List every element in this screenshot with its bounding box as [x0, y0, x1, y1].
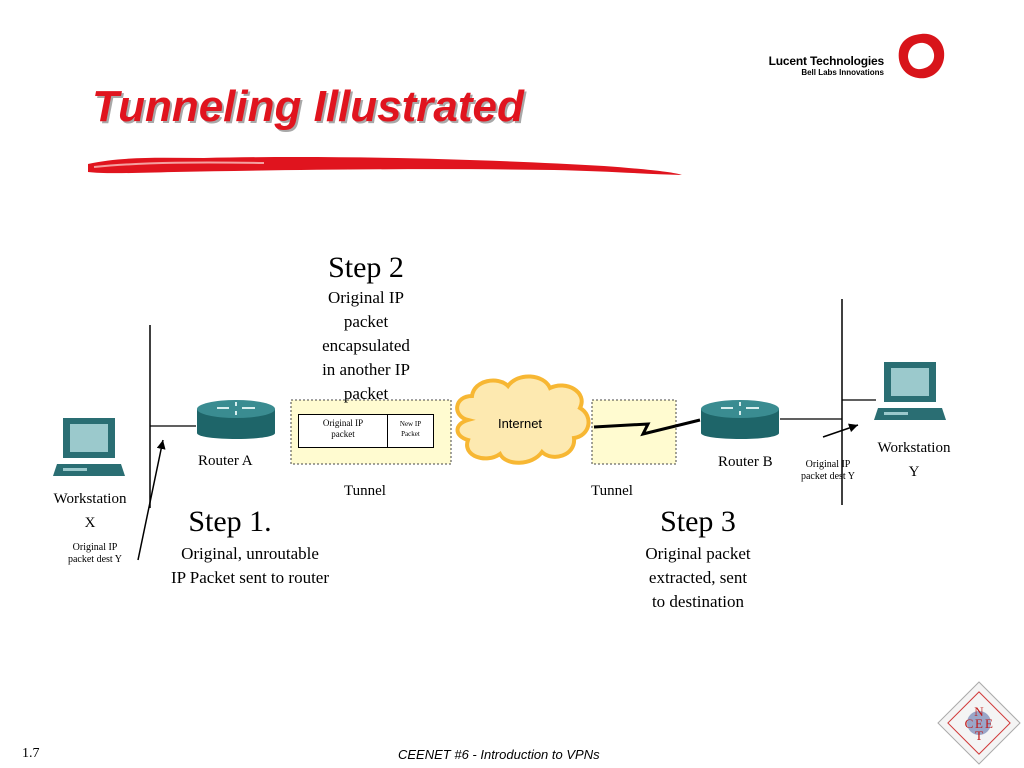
router-a-label: Router A: [198, 453, 253, 469]
workstation-y-label-line1: Workstation: [877, 440, 951, 456]
workstation-icon: [53, 418, 125, 476]
ceenet-letter-t: T: [975, 728, 983, 743]
ceenet-letter-e2: E: [985, 716, 993, 731]
step2-line4: in another IP: [322, 360, 410, 379]
workstation-x-packet-note: Original IP packet dest Y: [52, 542, 138, 566]
router-b-label: Router B: [718, 454, 773, 470]
step2-line3: encapsulated: [322, 336, 410, 355]
workstation-y-packet-line2: packet dest Y: [800, 471, 856, 482]
footer-text: CEENET #6 - Introduction to VPNs: [398, 747, 600, 762]
workstation-y-label-line2: Y: [908, 464, 920, 480]
step2-line1: Original IP: [327, 288, 405, 307]
workstation-y-label: Workstation Y: [862, 436, 966, 484]
lucent-ring-logo: [898, 33, 945, 79]
lucent-logo-text: Lucent Technologies Bell Labs Innovation…: [742, 54, 885, 77]
arrow-icon: [822, 423, 859, 438]
workstation-x-label-line1: Workstation: [53, 491, 127, 507]
workstation-x-label: Workstation X: [36, 487, 144, 535]
workstation-x-packet-line2: packet dest Y: [67, 554, 123, 565]
step2-line2: packet: [343, 312, 389, 331]
title-brush-stroke: [88, 156, 682, 175]
step1-line2: IP Packet sent to router: [171, 568, 329, 587]
slide-title: Tunneling Illustrated: [92, 82, 524, 131]
ceenet-letter-c: C: [965, 716, 974, 731]
tunnel-right-label: Tunnel: [591, 483, 633, 499]
workstation-y-packet-line1: Original IP: [805, 459, 851, 470]
workstation-x-label-line2: X: [84, 515, 96, 531]
workstation-icon: [874, 362, 946, 420]
step3-line1: Original packet: [645, 544, 751, 563]
router-icon: [701, 400, 779, 439]
ceenet-logo: N C E E T: [937, 681, 1021, 765]
step1-block: Step 1. Original, unroutable IP Packet s…: [140, 507, 360, 590]
tunnel-right-box: [591, 399, 677, 465]
step1-heading: Step 1.: [188, 505, 272, 538]
workstation-x-packet-line1: Original IP: [72, 542, 118, 553]
ceenet-letter-e1: E: [975, 716, 983, 731]
step3-heading: Step 3: [660, 505, 736, 538]
step2-block: Step 2 Original IP packet encapsulated i…: [296, 253, 436, 406]
new-packet-line2: Packet: [401, 430, 420, 438]
arrow-icon: [137, 439, 166, 561]
original-packet-line2: packet: [331, 429, 355, 439]
step1-line1: Original, unroutable: [181, 544, 319, 563]
original-packet-line1: Original IP: [322, 418, 364, 428]
step3-line3: to destination: [651, 592, 745, 611]
internet-cloud-icon: [455, 374, 591, 465]
new-packet-line1: New IP: [399, 420, 422, 428]
internet-label: Internet: [497, 416, 543, 431]
original-packet-box: Original IP packet: [298, 414, 388, 448]
lightning-link-icon: [593, 418, 701, 437]
step2-heading: Step 2: [328, 251, 404, 284]
router-icon: [197, 400, 275, 439]
slide-number: 1.7: [22, 746, 40, 761]
ceenet-letter-n: N: [974, 704, 984, 719]
new-ip-packet-box: New IP Packet: [387, 414, 434, 448]
lucent-company-name: Lucent Technologies: [768, 54, 885, 68]
lucent-tagline: Bell Labs Innovations: [801, 68, 884, 77]
tunnel-left-label: Tunnel: [344, 483, 386, 499]
workstation-y-packet-note: Original IP packet dest Y: [788, 459, 868, 483]
step3-line2: extracted, sent: [648, 568, 748, 587]
step2-line5: packet: [343, 384, 389, 403]
step3-block: Step 3 Original packet extracted, sent t…: [618, 507, 778, 614]
